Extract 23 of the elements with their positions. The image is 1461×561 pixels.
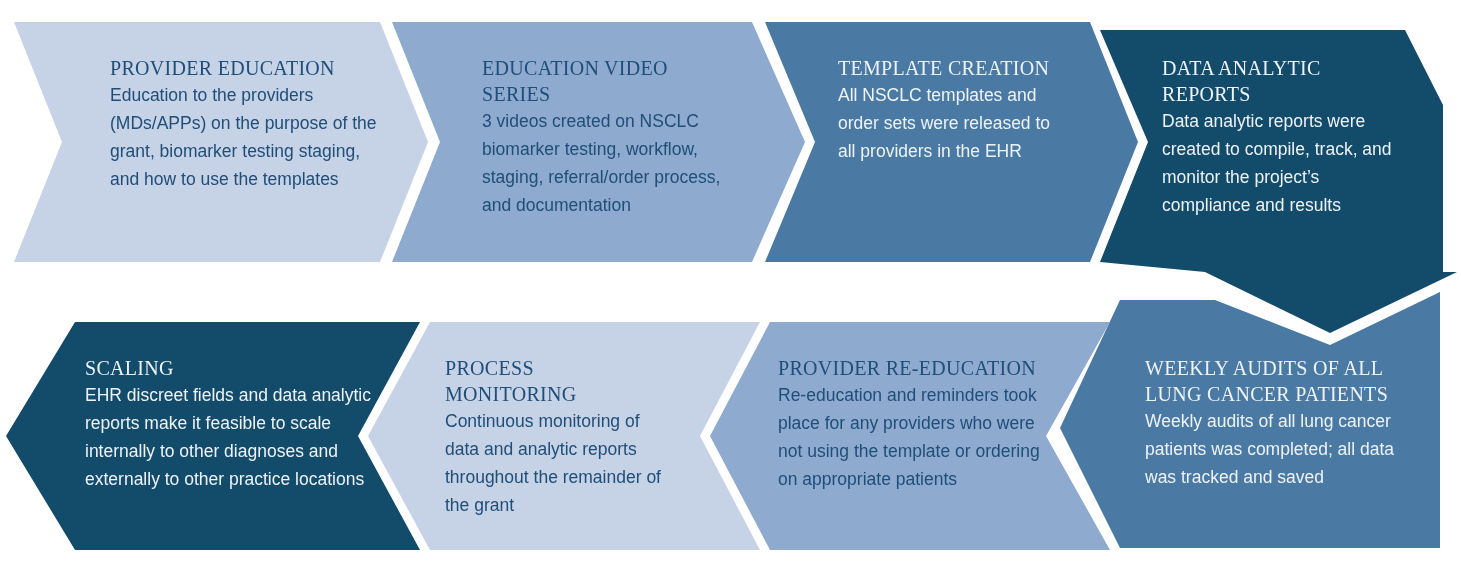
process-step-panel: [1100, 30, 1457, 333]
process-step-panel: [392, 22, 805, 262]
step-description: Re-education and reminders took place for any providers who were not using the template or ordering on appropriate patients: [778, 384, 1041, 491]
step-heading: DATA ANALYTIC REPORTS: [1162, 56, 1322, 107]
step-description: All NSCLC templates and order sets were released to all providers in the EHR: [838, 84, 1052, 163]
step-heading: TEMPLATE CREATION: [838, 56, 1051, 81]
step-heading: PROVIDER RE-EDUCATION: [778, 356, 1037, 381]
step-description: 3 videos created on NSCLC biomarker testing, workflow, staging, referral/order process, and documentation: [482, 110, 722, 217]
step-heading: EDUCATION VIDEO SERIES: [482, 56, 669, 107]
step-heading: PROCESS MONITORING: [445, 356, 578, 407]
process-step-panel: [14, 22, 428, 262]
step-description: EHR discreet fields and data analytic reports make it feasible to scale internally to other diagnoses and externally to other practice locations: [85, 384, 372, 491]
step-heading: PROVIDER EDUCATION: [110, 56, 336, 81]
step-heading: SCALING: [85, 356, 175, 381]
process-step-panel: [1060, 292, 1440, 548]
step-description: Continuous monitoring of data and analytic reports throughout the remainder of the grant: [445, 410, 662, 517]
process-step-panel: [6, 322, 420, 550]
step-description: Education to the providers (MDs/APPs) on the purpose of the grant, biomarker testing staging, and how to use the templates: [110, 84, 378, 191]
process-step-panel: [710, 322, 1110, 550]
step-heading: WEEKLY AUDITS OF ALL LUNG CANCER PATIENTS: [1145, 356, 1390, 407]
step-description: Data analytic reports were created to compile, track, and monitor the project’s compliance and results: [1162, 110, 1393, 217]
step-description: Weekly audits of all lung cancer patients was completed; all data was tracked and saved: [1145, 410, 1396, 489]
process-step-panel: [765, 22, 1138, 262]
